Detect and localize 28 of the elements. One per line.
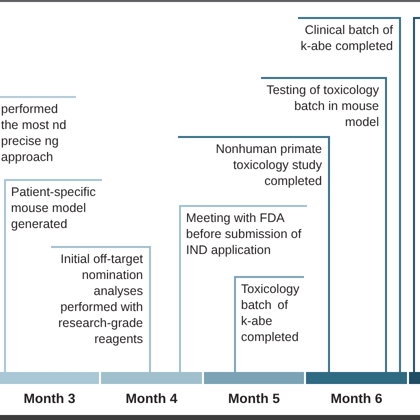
leader-line: [234, 349, 236, 372]
leader-line: [385, 134, 387, 372]
event-callout: [51, 246, 151, 351]
leader-line: [399, 58, 401, 372]
event-text: Patient-specific mouse model generated: [10, 184, 97, 233]
event-callout: [413, 17, 420, 57]
month-label: Month 3: [24, 390, 76, 407]
event-text: Clinical batch of k-abe completed: [300, 22, 394, 55]
event-callout: [179, 205, 307, 262]
leader-line: [4, 236, 6, 372]
event-text: Nonhuman primate toxicology study completed: [214, 141, 323, 190]
month-label: Month 6: [330, 390, 382, 407]
event-callout: [178, 136, 330, 193]
event-callout: [4, 179, 102, 236]
leader-line: [179, 262, 181, 372]
event-callout: [261, 77, 387, 134]
event-text: Testing of toxicology batch in mouse model: [265, 82, 380, 131]
month-label: Month 4: [126, 390, 178, 407]
event-text: Initial off-target nomination analyses performed with research-grade reagents: [57, 251, 144, 348]
event-callout: [298, 17, 401, 58]
leader-line: [413, 57, 415, 372]
leader-line: [328, 193, 330, 372]
event-text: Meeting with FDA before submission of IND application: [185, 210, 302, 259]
leader-line: [149, 351, 151, 372]
event-text: Toxicology batch of k-abe completed: [240, 281, 300, 346]
event-text: performed the most nd precise ng approach: [0, 101, 68, 166]
month-label: Month 5: [228, 390, 280, 407]
event-callout: [234, 276, 304, 349]
